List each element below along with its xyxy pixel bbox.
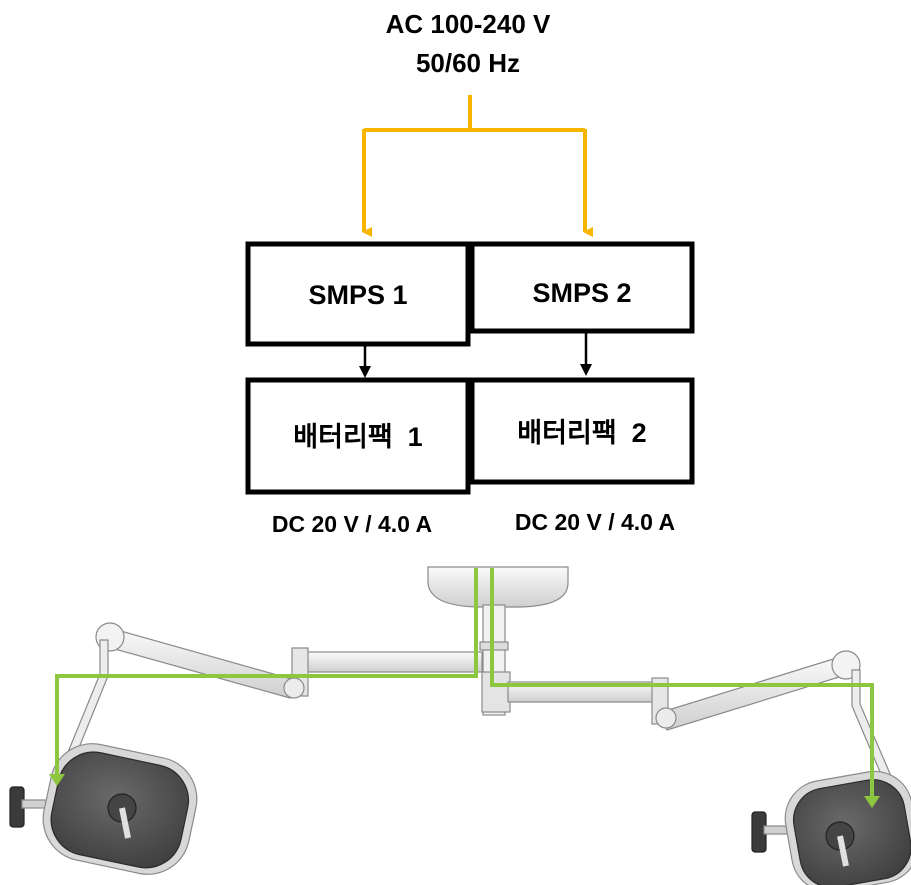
ac-input-frequency-label: 50/60 Hz xyxy=(416,48,520,78)
battery-pack-2-box xyxy=(469,377,695,485)
battery-pack-2-output-label: DC 20 V / 4.0 A xyxy=(515,509,675,535)
smps-2-label: SMPS 2 xyxy=(532,278,631,308)
dc-arrows xyxy=(359,331,592,378)
left-lamp-center-handle xyxy=(119,807,131,839)
battery-pack-2-label: 배터리팩 2 xyxy=(517,418,646,448)
smps-2-block: SMPS 2 xyxy=(469,241,695,334)
battery-pack-1-output-label: DC 20 V / 4.0 A xyxy=(272,511,432,537)
smps-2-box xyxy=(469,241,695,334)
surgical-light-illustration xyxy=(9,566,911,885)
right-output-route xyxy=(490,568,874,800)
left-spring-arm xyxy=(103,627,296,699)
right-lamp-center-handle xyxy=(837,835,849,867)
central-column-hub xyxy=(481,671,511,713)
smps-1-label: SMPS 1 xyxy=(308,280,407,310)
ac-input-voltage-label: AC 100-240 V xyxy=(386,9,551,39)
battery-pack-1-block: 배터리팩 1 xyxy=(245,377,471,495)
battery-pack-1-label: 배터리팩 1 xyxy=(293,422,422,452)
left-yoke xyxy=(65,639,109,761)
ceiling-canopy xyxy=(427,566,569,608)
left-lamp-head xyxy=(9,743,198,875)
left-output-route xyxy=(55,568,478,778)
smps-1-box xyxy=(245,241,471,347)
battery-pack-2-block: 배터리팩 2 xyxy=(469,377,695,485)
left-spring-arm-pivot-end xyxy=(283,677,305,699)
right-output-arrowhead xyxy=(864,796,880,808)
right-spring-arm xyxy=(661,655,850,731)
right-spring-arm-pivot-end xyxy=(655,707,677,729)
dc-arrow-head-1 xyxy=(359,366,371,378)
right-lamp-head xyxy=(751,770,911,885)
ac-feed-lines xyxy=(362,95,593,237)
battery-pack-1-box xyxy=(245,377,471,495)
output-routing-lines xyxy=(49,568,880,808)
smps-1-block: SMPS 1 xyxy=(245,241,471,347)
left-output-arrowhead xyxy=(49,774,65,786)
dc-arrow-head-2 xyxy=(580,364,592,376)
left-horizontal-arm xyxy=(297,651,483,673)
